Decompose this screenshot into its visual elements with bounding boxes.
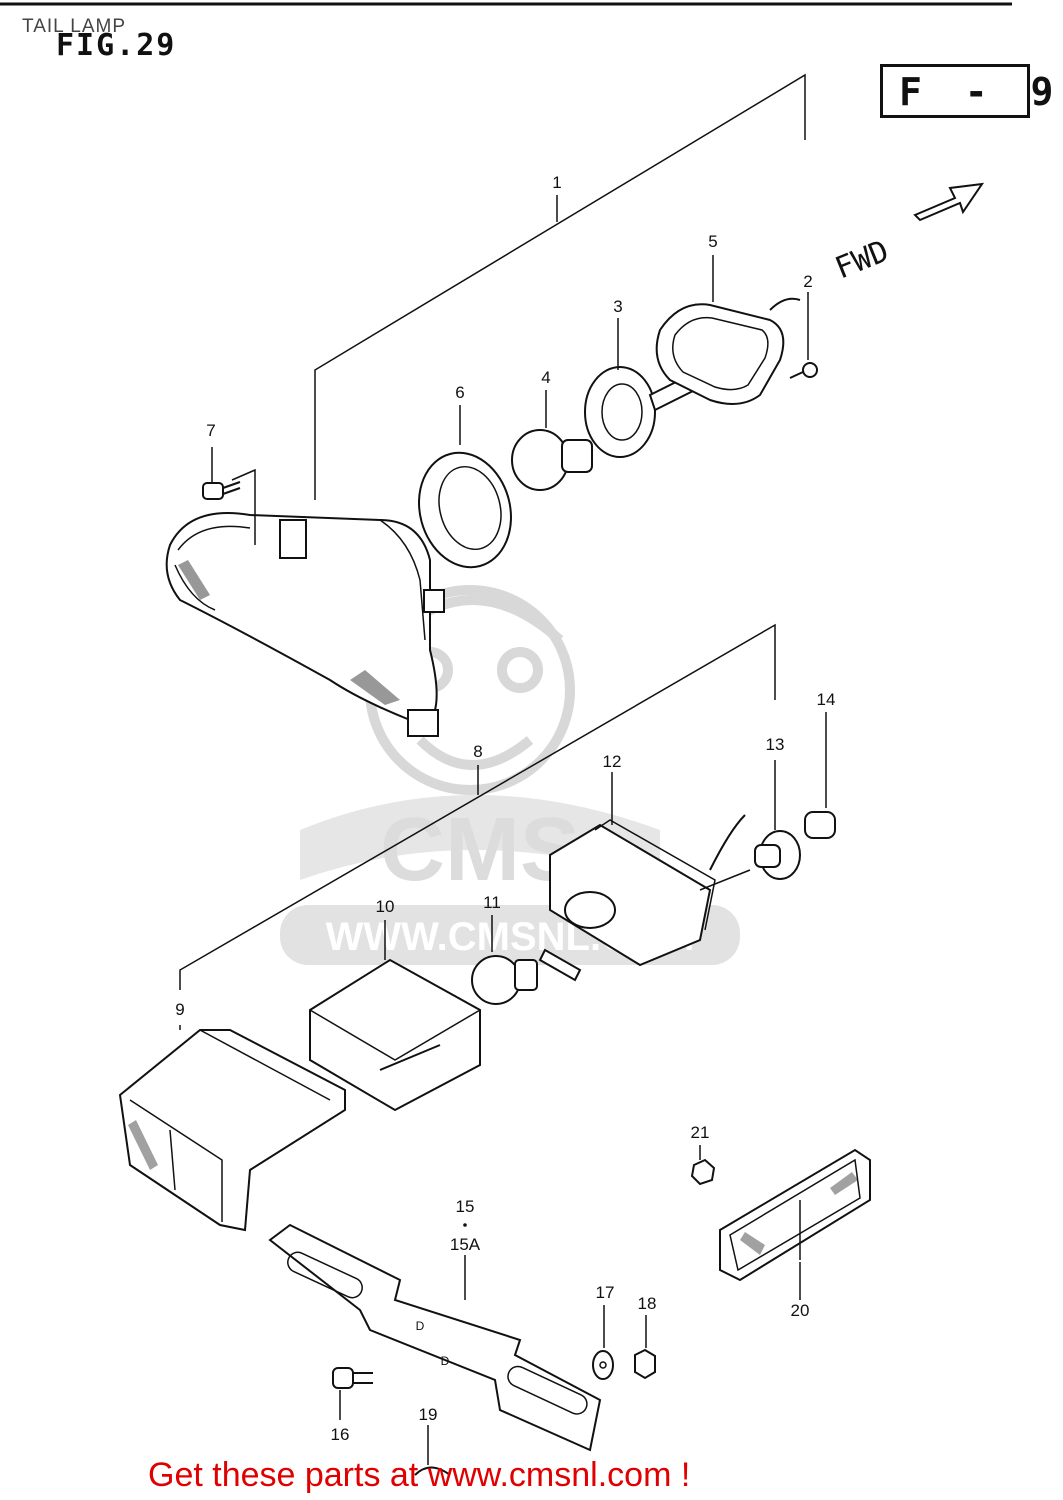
screw-7 [202,447,256,545]
socket-ring-6 [418,405,512,569]
washer-17 [592,1305,614,1380]
callout-10: 10 [376,897,395,916]
forward-direction-indicator: FWD [830,182,985,287]
svg-text:D: D [441,1354,450,1368]
gasket-5 [655,255,801,405]
callout-20: 20 [791,1301,810,1320]
callout-1: 1 [552,173,561,192]
exploded-view-diagram: CMS WWW.CMSNL.COM FWD [0,2,1012,1476]
callout-7: 7 [206,421,215,440]
callout-18: 18 [638,1294,657,1313]
bulb-11 [471,915,538,1005]
reflector-20 [719,1148,871,1300]
callout-8: 8 [473,742,482,761]
clip-19 [414,1425,451,1476]
license-lamp-socket-12 [538,772,746,982]
assembly-8-bracket [179,623,776,990]
spacer-14 [804,712,836,839]
bulb-4 [511,390,593,491]
callout-17: 17 [596,1283,615,1302]
grommet-13 [699,760,801,891]
figure-code: F - 9 [899,70,1063,114]
callout-14: 14 [817,690,836,709]
figure-title: FIG.29 [56,28,177,63]
callout-11: 11 [483,893,501,912]
figure-code-box: F - 9 [880,64,1053,118]
callout-21: 21 [691,1123,710,1142]
fwd-arrow-icon [913,182,985,222]
lamp-cover-10 [309,920,481,1112]
bolt-16 [332,1367,373,1420]
callout-4: 4 [541,368,550,387]
callout-13: 13 [766,735,785,754]
nut-18 [634,1315,656,1380]
watermark-logo-text: CMS [380,800,580,900]
assembly-1-bracket [314,73,806,500]
section-title: TAIL LAMP [22,16,127,37]
license-lamp-lens-9 [118,1025,346,1232]
callout-12: 12 [603,752,622,771]
callout-9: 9 [175,1000,184,1019]
screw-2 [789,292,818,379]
nut-21 [690,1145,716,1186]
callout-6: 6 [455,383,464,402]
callout-3: 3 [613,297,622,316]
callout-15: 15 [456,1197,475,1216]
callout-19: 19 [419,1405,438,1424]
buy-parts-link[interactable]: Get these parts at www.cmsnl.com ! [148,1456,691,1494]
callout-15a: 15A [450,1235,481,1254]
callout-2: 2 [803,272,812,291]
tail-lamp-housing [165,512,445,737]
callout-labels: 1 2 3 4 5 6 7 8 9 10 11 12 13 14 15 15A … [175,173,835,1444]
license-bracket-15: D D [268,1223,602,1452]
svg-text:D: D [416,1319,425,1333]
callout-16: 16 [331,1425,350,1444]
callout-5: 5 [708,232,717,251]
fwd-label: FWD [830,234,893,287]
